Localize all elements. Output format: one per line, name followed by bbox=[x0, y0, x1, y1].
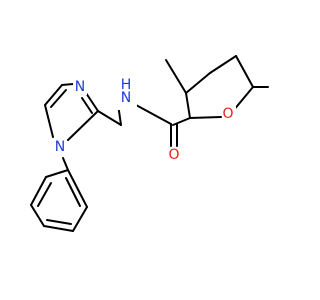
bond-im-c5-n1 bbox=[44, 104, 54, 138]
bond-c3-methyl bbox=[165, 59, 187, 94]
bond-c3-c4 bbox=[209, 55, 237, 74]
bond-ph-3 bbox=[30, 204, 45, 227]
bond-c5-o bbox=[232, 86, 254, 112]
atom-o-ring: O bbox=[222, 105, 236, 122]
bond-im-n1-c2 bbox=[67, 110, 99, 141]
molecule-canvas: N H O O N N bbox=[30, 55, 269, 232]
bond-ph-2 bbox=[30, 176, 47, 206]
atom-n-imine: N bbox=[73, 79, 87, 95]
atom-o-carbonyl: O bbox=[167, 147, 181, 163]
atom-o-carbonyl-label: O bbox=[168, 147, 179, 163]
atom-nh-label: N bbox=[121, 90, 131, 106]
bond-im-c4-c5-2 bbox=[50, 89, 67, 108]
bond-c2-ring-c3 bbox=[185, 92, 191, 119]
bond-c2-c3 bbox=[185, 72, 211, 94]
bond-c4-c5 bbox=[235, 55, 254, 88]
bond-ph-6b bbox=[65, 177, 81, 207]
bond-ph-1 bbox=[45, 169, 69, 178]
bond-n1-phenyl bbox=[62, 157, 69, 171]
bond-im-c2-n3-1 bbox=[85, 92, 99, 112]
bond-im-n3-c4 bbox=[61, 83, 74, 86]
atom-n-aryl-label: N bbox=[55, 139, 65, 155]
bond-c2-carbonyl bbox=[172, 117, 191, 126]
bond-ph-2b bbox=[37, 182, 52, 207]
bond-ch2-c2im bbox=[97, 110, 122, 126]
structure-diagram: N H O O N N bbox=[30, 55, 269, 232]
bond-ph-6 bbox=[67, 169, 88, 208]
atom-o-ring-label: O bbox=[222, 106, 233, 122]
bond-im-c4-c5-1 bbox=[44, 84, 63, 106]
atom-nh-hydrogen: H bbox=[121, 77, 132, 93]
atom-nh: N H bbox=[115, 77, 137, 110]
bond-carbonyl-nh bbox=[135, 104, 172, 125]
bonds bbox=[30, 55, 269, 232]
atom-n-aryl: N bbox=[53, 139, 67, 155]
bond-ph-5 bbox=[72, 206, 88, 232]
bond-ph-4 bbox=[43, 225, 74, 232]
bond-im-c2-n3-2 bbox=[81, 97, 93, 114]
atom-n-imine-label: N bbox=[75, 79, 85, 95]
atom-labels: N H O O N N bbox=[53, 77, 236, 163]
bond-ph-4b bbox=[46, 219, 72, 225]
bond-o-c2 bbox=[189, 116, 222, 119]
